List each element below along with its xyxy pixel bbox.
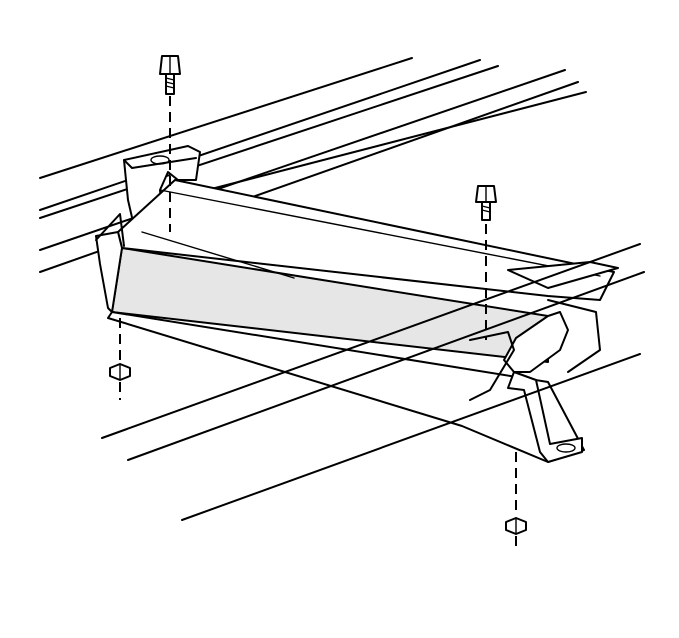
lower-frame-rails bbox=[101, 243, 645, 521]
left-bolt bbox=[159, 55, 181, 232]
right-nut bbox=[505, 452, 527, 552]
right-bolt bbox=[475, 185, 497, 340]
cross-member bbox=[95, 179, 619, 463]
left-nut bbox=[109, 318, 131, 400]
